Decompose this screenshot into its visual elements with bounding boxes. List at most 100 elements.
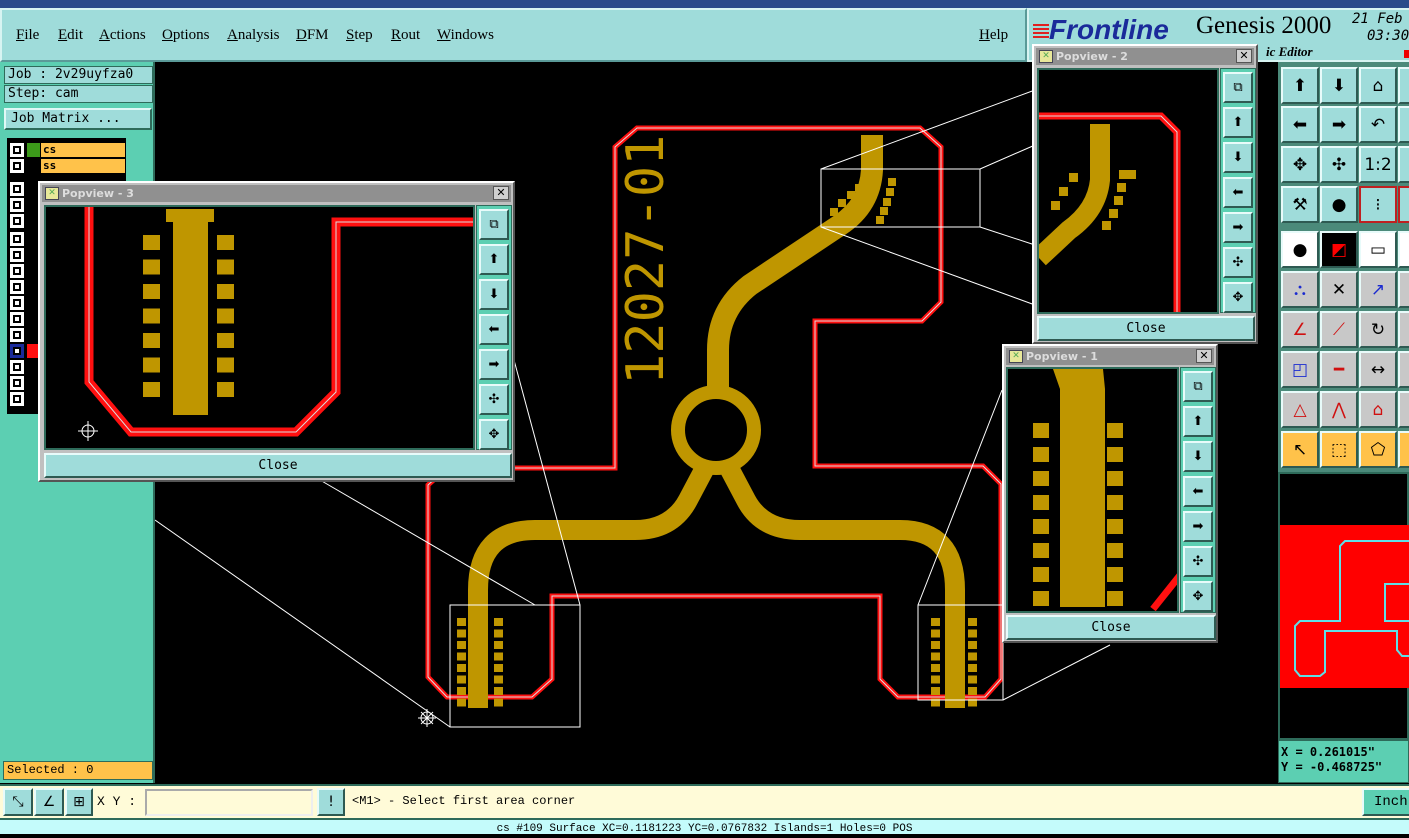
arrow-tri-tool-button[interactable]: ⋀ <box>1320 391 1358 428</box>
close-icon[interactable]: ✕ <box>1236 49 1252 63</box>
fit-tool-button[interactable]: ▯ <box>1398 146 1409 183</box>
extra2-tool-button[interactable]: ▯ <box>1398 311 1409 348</box>
zoom-out-tool-button[interactable]: ✥ <box>1281 146 1319 183</box>
layer-checkbox[interactable] <box>9 391 25 407</box>
zoom-out-icon[interactable]: ✥ <box>1183 581 1213 612</box>
netlist-tool-button[interactable]: ⁝ <box>1359 186 1397 223</box>
pan-right-icon[interactable]: ➡ <box>1183 511 1213 542</box>
layer-checkbox[interactable] <box>9 197 25 213</box>
popview-3-view[interactable] <box>44 205 475 450</box>
frame-tool-button[interactable]: ▯ <box>1398 67 1409 104</box>
zoom-in-tool-button[interactable]: ✣ <box>1320 146 1358 183</box>
pan-left-icon[interactable]: ⬅ <box>479 314 509 345</box>
arch-tool-button[interactable]: ⌂ <box>1359 391 1397 428</box>
menu-file[interactable]: File <box>16 27 40 43</box>
pan-right-icon[interactable]: ➡ <box>1223 212 1253 243</box>
net-tool-button[interactable]: ▯ <box>1398 186 1409 223</box>
dimension-tool-button[interactable]: ↔ <box>1359 351 1397 388</box>
popview-2-view[interactable] <box>1037 68 1219 314</box>
pan-left-icon[interactable]: ⬅ <box>1183 476 1213 507</box>
layer-checkbox[interactable] <box>9 263 25 279</box>
layer-checkbox[interactable] <box>9 279 25 295</box>
rotate-tool-button[interactable]: ↻ <box>1359 311 1397 348</box>
pan-right-tool-button[interactable]: ➡ <box>1320 106 1358 143</box>
vertex-tool-button[interactable]: ↗ <box>1359 271 1397 308</box>
pan-down-icon[interactable]: ⬇ <box>1183 441 1213 472</box>
menu-dfm[interactable]: DFM <box>296 27 329 43</box>
layer-checkbox[interactable] <box>9 359 25 375</box>
select-box-tool-button[interactable]: ⬚ <box>1320 431 1358 468</box>
close-icon[interactable]: ✕ <box>493 186 509 200</box>
popview-3-title-bar[interactable]: ✕Popview - 3✕ <box>42 185 511 202</box>
extra3-tool-button[interactable]: ▯ <box>1398 351 1409 388</box>
zoom-in-icon[interactable]: ✣ <box>1183 546 1213 577</box>
extra4-tool-button[interactable]: ▯ <box>1398 391 1409 428</box>
pan-left-icon[interactable]: ⬅ <box>1223 177 1253 208</box>
menu-step[interactable]: Step <box>346 27 373 43</box>
job-matrix-button[interactable]: Job Matrix ... <box>4 108 152 130</box>
pan-down-icon[interactable]: ⬇ <box>1223 142 1253 173</box>
line-tool-button[interactable]: ∠ <box>1281 311 1319 348</box>
zoom-area-icon[interactable]: ⤡ <box>3 788 33 816</box>
add-pad-tool-button[interactable]: ● <box>1281 231 1319 268</box>
layer-checkbox[interactable] <box>9 375 25 391</box>
extra5-tool-button[interactable]: ▯ <box>1398 431 1409 468</box>
execute-button[interactable]: ! <box>317 788 345 816</box>
menu-analysis[interactable]: Analysis <box>227 27 280 43</box>
measure-tool-button[interactable]: ▭ <box>1359 231 1397 268</box>
close-icon[interactable]: ✕ <box>1196 349 1212 363</box>
select-poly-tool-button[interactable]: ⬠ <box>1359 431 1397 468</box>
view-tool-button[interactable]: ▯ <box>1398 106 1409 143</box>
zoom-home-icon[interactable]: ⧉ <box>479 209 509 240</box>
triangle-tool-button[interactable]: △ <box>1281 391 1319 428</box>
menu-rout[interactable]: Rout <box>391 27 421 43</box>
scale-1-2-tool-button[interactable]: 1:2 <box>1359 146 1397 183</box>
draw-line-tool-button[interactable]: ⟋ <box>1320 311 1358 348</box>
menu-help[interactable]: Help <box>979 27 1009 43</box>
move-tool-button[interactable]: ◩ <box>1320 231 1358 268</box>
pan-up-tool-button[interactable]: ⬆ <box>1281 67 1319 104</box>
layer-checkbox-ss[interactable] <box>9 158 25 174</box>
text-tool-button[interactable]: ▯ <box>1398 231 1409 268</box>
layer-checkbox[interactable] <box>9 231 25 247</box>
zoom-out-icon[interactable]: ✥ <box>1223 282 1253 313</box>
home-tool-button[interactable]: ⌂ <box>1359 67 1397 104</box>
menu-options[interactable]: Options <box>162 27 210 43</box>
pan-right-icon[interactable]: ➡ <box>479 349 509 380</box>
layer-checkbox[interactable] <box>9 295 25 311</box>
zoom-home-icon[interactable]: ⧉ <box>1183 371 1213 402</box>
pan-up-icon[interactable]: ⬆ <box>1223 107 1253 138</box>
tools-tool-button[interactable]: ⚒ <box>1281 186 1319 223</box>
pan-down-tool-button[interactable]: ⬇ <box>1320 67 1358 104</box>
layer-checkbox[interactable] <box>9 247 25 263</box>
units-button[interactable]: Inch <box>1362 788 1409 816</box>
layer-checkbox[interactable] <box>9 181 25 197</box>
overview-map[interactable] <box>1278 472 1409 740</box>
layer-name-ss[interactable]: ss <box>41 159 125 173</box>
popview-2-close-button[interactable]: Close <box>1037 316 1255 341</box>
menu-actions[interactable]: Actions <box>99 27 146 43</box>
zoom-in-icon[interactable]: ✣ <box>1223 247 1253 278</box>
pan-up-icon[interactable]: ⬆ <box>479 244 509 275</box>
extra-tool-button[interactable]: ▯ <box>1398 271 1409 308</box>
zoom-in-icon[interactable]: ✣ <box>479 384 509 415</box>
layer-checkbox[interactable] <box>9 311 25 327</box>
popview-3-close-button[interactable]: Close <box>44 453 512 478</box>
popview-1-title-bar[interactable]: ✕Popview - 1✕ <box>1006 348 1214 365</box>
popview-1-view[interactable] <box>1006 367 1179 613</box>
pan-up-icon[interactable]: ⬆ <box>1183 406 1213 437</box>
pan-left-tool-button[interactable]: ⬅ <box>1281 106 1319 143</box>
zoom-out-icon[interactable]: ✥ <box>479 419 509 450</box>
popview-1-close-button[interactable]: Close <box>1006 615 1216 640</box>
grid-icon[interactable]: ⊞ <box>65 788 93 816</box>
line-segment-tool-button[interactable]: ━ <box>1320 351 1358 388</box>
snap-tool-button[interactable]: ● <box>1320 186 1358 223</box>
popview-2-title-bar[interactable]: ✕Popview - 2✕ <box>1036 48 1254 65</box>
undo-view-tool-button[interactable]: ↶ <box>1359 106 1397 143</box>
measure-icon[interactable]: ∠ <box>34 788 64 816</box>
xy-input[interactable] <box>145 789 313 816</box>
layer-checkbox[interactable] <box>9 327 25 343</box>
layer-checkbox[interactable] <box>9 213 25 229</box>
layer-name-cs[interactable]: cs <box>41 143 125 157</box>
delete-tool-button[interactable]: ✕ <box>1320 271 1358 308</box>
